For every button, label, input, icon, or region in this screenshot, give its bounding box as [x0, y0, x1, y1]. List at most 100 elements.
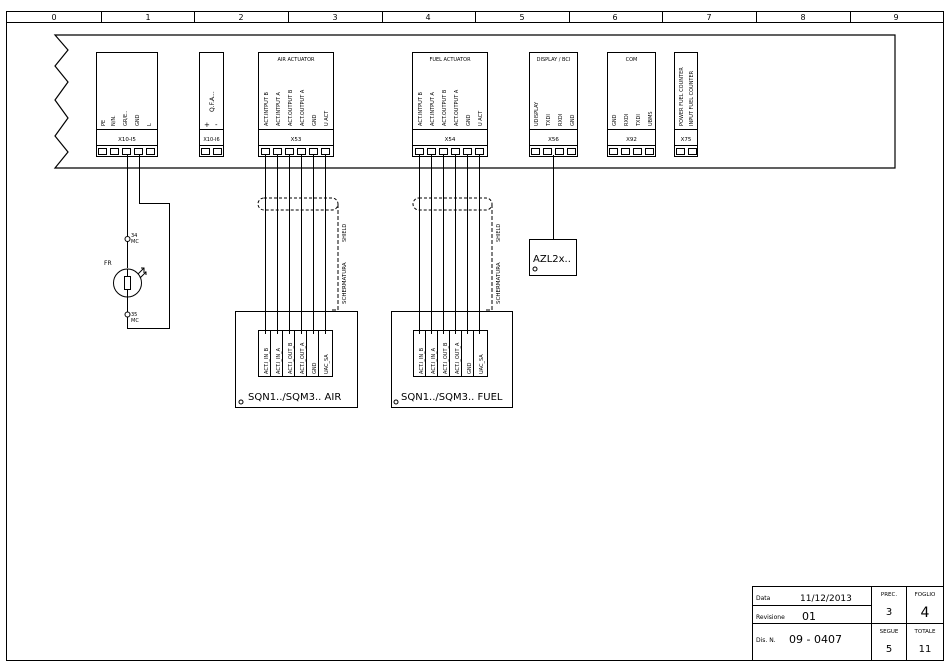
module-fuel-actuator: FUEL ACTUATOR ACT.INTPUT B ACT.INTPUT A … [412, 52, 488, 157]
module-counter-pin-1: POWER FUEL COUNTER [679, 67, 685, 126]
module-power-pin-1: PE [101, 120, 107, 126]
azl-device: AZL2x.. [529, 155, 577, 276]
module-fuel-counter: POWER FUEL COUNTER INPUT FUEL COUNTER X7… [674, 52, 698, 157]
module-air-connector: X53 [291, 137, 302, 143]
column-ruler: 0 1 2 3 4 5 6 7 8 9 [6, 11, 944, 23]
module-qfa-connector: X10-I6 [203, 137, 219, 143]
module-com-title: COM [626, 57, 638, 63]
drawing-number-value: 09 - 0407 [789, 633, 842, 646]
module-com: COM GND RXDI TXDI UBMS X92 [607, 52, 656, 157]
module-fuel-connector: X54 [445, 137, 456, 143]
ruler-num-0: 0 [51, 13, 56, 22]
module-air-actuator: AIR ACTUATOR ACT.INTPUT B ACT.INTPUT A A… [258, 52, 334, 157]
module-air-title: AIR ACTUATOR [278, 57, 316, 63]
module-power-terminals [98, 148, 155, 155]
module-fuel-pin-2: ACT.INTPUT A [430, 92, 436, 126]
module-com-pin-3: TXDI [636, 114, 642, 127]
fuel-shield-label: SHIELD [496, 224, 502, 242]
module-display-pin-1: UDISPLAY [534, 101, 540, 126]
air-cable: SHIELD SCHERMATURA [257, 155, 348, 334]
module-power-pin-3: GR/E.. [123, 110, 129, 126]
module-air-pin-6: U ACT [324, 110, 330, 126]
module-counter-connector: X75 [681, 137, 692, 143]
module-com-pin-2: RXDI [624, 114, 630, 126]
module-power-pin-5: L [147, 123, 153, 126]
photocell-circuit: FR 34 MC 35 MC [104, 155, 170, 329]
module-air-pin-5: GND [312, 114, 318, 126]
module-qfa: Q.F.A... + - X10-I6 [199, 52, 224, 157]
foglio-label: FOGLIO [915, 592, 936, 598]
module-air-pin-1: ACT.INTPUT B [264, 92, 270, 126]
module-power-pin-2: N/N. [111, 115, 117, 126]
air-schematura-label: SCHERMATURA [342, 262, 348, 304]
ruler-num-7: 7 [706, 13, 711, 22]
title-block: Data 11/12/2013 Revisione 01 Dis. N. 09 … [752, 586, 944, 661]
segue-value: 5 [886, 644, 892, 655]
air-term-5: GND [312, 362, 318, 374]
fuel-term-3: ACT.I_OUT_B [443, 342, 449, 374]
module-power: PE N/N. GR/E.. GND L X10-I5 [96, 52, 158, 157]
photocell-bottom-terminal: 35 [131, 312, 137, 318]
module-air-pin-4: ACT.OUTPUT A [300, 89, 306, 126]
module-counter-pin-2: INPUT FUEL COUNTER [689, 70, 695, 126]
ruler-num-9: 9 [893, 13, 898, 22]
fuel-term-2: ACT.I_IN_A [431, 347, 437, 374]
revision-value: 01 [802, 610, 816, 623]
ruler-num-3: 3 [332, 13, 337, 22]
module-display-title: DISPLAY / BCI [537, 57, 571, 63]
ruler-num-1: 1 [145, 13, 150, 22]
ruler-num-4: 4 [425, 13, 430, 22]
module-power-pin-4: GND [135, 114, 141, 126]
controller-body-outline [53, 34, 896, 169]
segue-label: SEGUE [880, 629, 899, 635]
module-display-pin-4: GND [570, 114, 576, 126]
air-term-4: ACT.I_OUT_A [300, 342, 306, 374]
ruler-num-5: 5 [519, 13, 524, 22]
fuel-term-1: ACT.I_IN_B [419, 347, 425, 374]
revision-label: Revisione [756, 614, 785, 621]
module-power-connector: X10-I5 [118, 137, 136, 143]
photocell-top-code: MC [131, 239, 139, 245]
module-fuel-pin-6: U ACT [478, 110, 484, 126]
sheet-frame [6, 11, 944, 661]
fuel-schematura-label: SCHERMATURA [496, 262, 502, 304]
azl-device-label: AZL2x.. [533, 254, 571, 265]
module-qfa-title: Q.F.A... [209, 91, 216, 112]
air-actuator-device: ACT.I_IN_B ACT.I_IN_A ACT.I_OUT_B ACT.I_… [235, 311, 358, 408]
fuel-shield-symbol [412, 197, 493, 211]
fuel-cable: SHIELD SCHERMATURA [412, 155, 502, 334]
photocell-top-terminal: 34 [131, 233, 137, 239]
module-qfa-plus: + [204, 121, 210, 129]
fuel-term-4: ACT.I_OUT_A [455, 342, 461, 374]
air-term-6: UAC_SA [324, 354, 330, 374]
fuel-actuator-device: ACT.I_IN_B ACT.I_IN_A ACT.I_OUT_B ACT.I_… [391, 311, 513, 408]
module-display-pin-3: RXDI [558, 114, 564, 126]
module-air-pin-3: ACT.OUTPUT B [288, 89, 294, 126]
module-fuel-pin-1: ACT.INTPUT B [418, 92, 424, 126]
drawing-number-label: Dis. N. [756, 637, 776, 644]
air-shield-label: SHIELD [342, 224, 348, 242]
ruler-num-6: 6 [612, 13, 617, 22]
foglio-value: 4 [921, 605, 930, 621]
module-display-bci: DISPLAY / BCI UDISPLAY TXDI RXDI GND X56 [529, 52, 578, 157]
air-term-1: ACT.I_IN_B [264, 347, 270, 374]
photocell-bottom-code: MC [131, 318, 139, 324]
module-air-pin-2: ACT.INTPUT A [276, 92, 282, 126]
module-display-pin-2: TXDI [546, 114, 552, 127]
fuel-term-6: UAC_SA [479, 354, 485, 374]
module-com-connector: X92 [626, 137, 637, 143]
module-fuel-pin-5: GND [466, 114, 472, 126]
module-com-pin-4: UBMS [648, 111, 654, 126]
module-com-pin-1: GND [612, 114, 618, 126]
air-term-3: ACT.I_OUT_B [288, 342, 294, 374]
module-qfa-minus: - [215, 121, 218, 129]
prec-label: PREC. [881, 592, 897, 598]
air-device-label: SQN1../SQM3.. AIR [248, 392, 341, 403]
air-term-2: ACT.I_IN_A [276, 347, 282, 374]
fuel-device-label: SQN1../SQM3.. FUEL [401, 392, 503, 403]
totale-label: TOTALE [914, 629, 936, 635]
module-fuel-title: FUEL ACTUATOR [429, 57, 471, 63]
fuel-term-5: GND [467, 362, 473, 374]
photocell-label: FR [104, 260, 112, 267]
